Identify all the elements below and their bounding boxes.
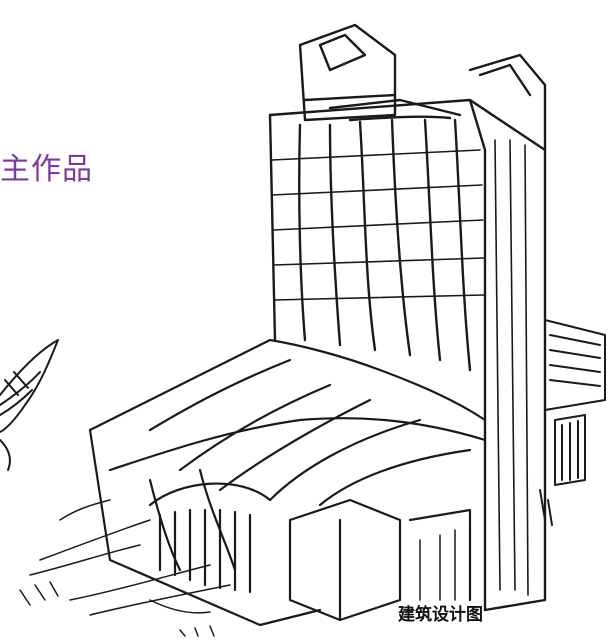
left-fragment-sketch (0, 339, 59, 471)
heading-fragment: 主作品 (0, 152, 93, 187)
tower (268, 23, 547, 612)
ground-scribbles (19, 499, 231, 637)
figure-caption: 建筑设计图 (398, 605, 483, 625)
right-annex (539, 319, 606, 526)
podium (88, 338, 487, 627)
